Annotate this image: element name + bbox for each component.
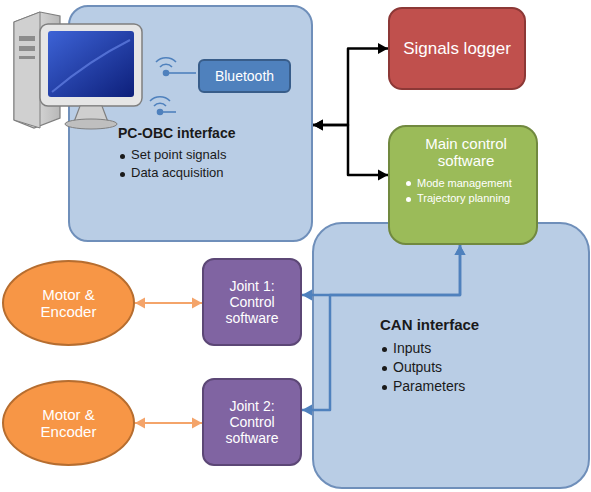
arrowhead <box>135 298 145 309</box>
bullet-item: Outputs <box>380 359 442 375</box>
pc-monitor <box>40 24 142 129</box>
box-label: Motor & Encoder <box>18 286 119 321</box>
arrowhead <box>302 405 312 416</box>
connector <box>135 298 202 309</box>
joint-box: Joint 1: Control software <box>202 258 302 346</box>
arrowhead <box>378 170 388 181</box>
arrowhead <box>192 298 202 309</box>
box-heading: Main control software <box>404 135 528 170</box>
connector-line <box>302 245 460 410</box>
box-label: Signals logger <box>403 39 511 59</box>
box-label: Bluetooth <box>215 68 274 84</box>
arrowhead <box>192 418 202 429</box>
bullet-item: Set point signals <box>118 148 226 163</box>
motor-circle: Motor & Encoder <box>2 380 135 466</box>
connector <box>302 245 466 416</box>
box-heading: PC-OBC interface <box>118 125 235 141</box>
connector-line <box>313 49 388 126</box>
can-interface-panel: CAN interfaceInputsOutputsParameters <box>312 222 590 489</box>
bullet-item: Data acquisition <box>118 166 224 181</box>
control-software-box: Main control softwareMode managementTraj… <box>388 125 538 245</box>
box-label: Motor & Encoder <box>18 406 119 441</box>
connector-line <box>135 422 202 424</box>
connector-line <box>135 302 202 304</box>
connector <box>313 120 388 181</box>
connector-line <box>313 125 388 175</box>
joint-box: Joint 2: Control software <box>202 378 302 466</box>
arrowhead <box>378 43 388 54</box>
box-label: Joint 1: Control software <box>210 278 294 326</box>
connector-line <box>302 245 460 295</box>
wireless-symbol <box>150 58 196 115</box>
arrowhead <box>302 290 312 301</box>
arrowhead <box>135 418 145 429</box>
connector <box>302 245 466 301</box>
bullet-item: Trajectory planning <box>404 192 510 205</box>
box-label: Joint 2: Control software <box>210 398 294 446</box>
arrowhead <box>313 120 323 131</box>
box-heading: CAN interface <box>380 316 479 333</box>
bluetooth-box: Bluetooth <box>198 59 291 93</box>
logger-box: Signals logger <box>388 7 526 90</box>
bullet-item: Parameters <box>380 378 465 394</box>
bullet-item: Mode management <box>404 177 512 190</box>
arrowhead <box>455 245 466 255</box>
connector <box>313 43 388 131</box>
arrowhead <box>455 245 466 255</box>
motor-circle: Motor & Encoder <box>2 260 135 346</box>
bullet-item: Inputs <box>380 340 431 356</box>
connector <box>135 418 202 429</box>
arrowhead <box>313 120 323 131</box>
